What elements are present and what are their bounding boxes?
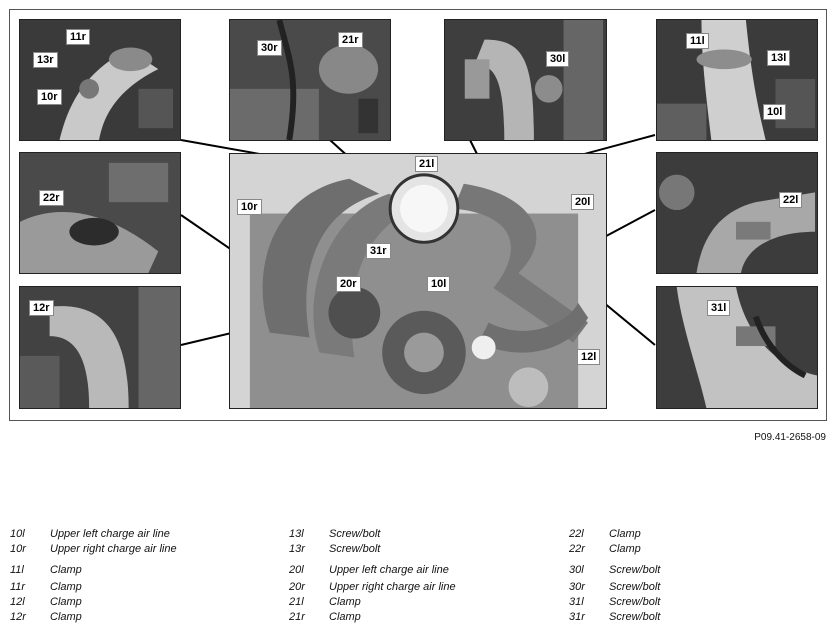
legend-code: 10r	[10, 543, 26, 555]
legend-desc: Screw/bolt	[609, 581, 661, 593]
legend-code: 30l	[569, 564, 584, 576]
legend-entry: 20l Upper left charge air line	[289, 564, 549, 578]
legend-desc: Clamp	[329, 596, 361, 608]
legend-desc: Screw/bolt	[329, 543, 381, 555]
legend-desc: Screw/bolt	[609, 564, 661, 576]
legend-entry: 12r Clamp	[10, 611, 270, 625]
legend-desc: Screw/bolt	[329, 528, 381, 540]
detail-photo-mid-left	[19, 152, 181, 274]
legend-entry: 10r Upper right charge air line	[10, 543, 270, 557]
legend-code: 31r	[569, 611, 585, 623]
legend-code: 13r	[289, 543, 305, 555]
legend-entry: 21l Clamp	[289, 596, 549, 610]
detail-photo-top-left	[19, 19, 181, 141]
figure-reference: P09.41-2658-09	[754, 432, 826, 443]
legend-desc: Clamp	[329, 611, 361, 623]
detail-photo-top-mid-right	[444, 19, 607, 141]
legend-entry: 30r Screw/bolt	[569, 581, 769, 595]
legend-code: 22l	[569, 528, 584, 540]
legend-entry: 21r Clamp	[289, 611, 549, 625]
legend-desc: Clamp	[50, 564, 82, 576]
legend-entry: 20r Upper right charge air line	[289, 581, 549, 595]
legend-code: 11l	[10, 564, 24, 576]
callout-label: 21r	[338, 32, 363, 48]
legend-entry: 10l Upper left charge air line	[10, 528, 270, 542]
callout-label: 22r	[39, 190, 64, 206]
legend-code: 12r	[10, 611, 26, 623]
detail-photo-mid-right	[656, 152, 818, 274]
legend-code: 22r	[569, 543, 585, 555]
legend-desc: Upper left charge air line	[329, 564, 449, 576]
legend-desc: Screw/bolt	[609, 611, 661, 623]
legend-entry: 13l Screw/bolt	[289, 528, 549, 542]
callout-label: 30r	[257, 40, 282, 56]
legend-desc: Screw/bolt	[609, 596, 661, 608]
legend-code: 12l	[10, 596, 25, 608]
legend-code: 10l	[10, 528, 25, 540]
callout-label: 12r	[29, 300, 54, 316]
legend-entry: 22l Clamp	[569, 528, 769, 542]
callout-label: 13l	[767, 50, 791, 66]
legend-code: 31l	[569, 596, 584, 608]
legend-code: 13l	[289, 528, 304, 540]
legend-entry: 22r Clamp	[569, 543, 769, 557]
callout-label: 22l	[779, 192, 803, 208]
callout-label: 10r	[237, 199, 262, 215]
callout-label: 13r	[33, 52, 58, 68]
legend-desc: Clamp	[609, 543, 641, 555]
callout-label: 12l	[577, 349, 601, 365]
legend-code: 20l	[289, 564, 304, 576]
legend-entry: 31l Screw/bolt	[569, 596, 769, 610]
legend-desc: Upper right charge air line	[50, 543, 177, 555]
callout-label: 11l	[686, 33, 709, 49]
legend-desc: Clamp	[50, 581, 82, 593]
callout-label: 20r	[336, 276, 361, 292]
callout-label: 11r	[66, 29, 90, 45]
legend-entry: 11r Clamp	[10, 581, 270, 595]
callout-label: 10r	[37, 89, 62, 105]
legend-desc: Clamp	[50, 596, 82, 608]
legend-entry: 30l Screw/bolt	[569, 564, 769, 578]
legend-code: 21l	[289, 596, 304, 608]
legend-desc: Upper left charge air line	[50, 528, 170, 540]
callout-label: 30l	[546, 51, 570, 67]
detail-photo-bottom-right	[656, 286, 818, 409]
legend-code: 30r	[569, 581, 585, 593]
detail-photo-top-right	[656, 19, 818, 141]
callout-label: 10l	[763, 104, 787, 120]
legend-code: 21r	[289, 611, 305, 623]
engine-overview-photo	[229, 153, 607, 409]
legend-desc: Clamp	[50, 611, 82, 623]
callout-label: 21l	[415, 156, 439, 172]
legend-entry: 31r Screw/bolt	[569, 611, 769, 625]
legend-desc: Upper right charge air line	[329, 581, 456, 593]
callout-label: 10l	[427, 276, 451, 292]
callout-label: 31l	[707, 300, 731, 316]
legend-desc: Clamp	[609, 528, 641, 540]
legend-code: 11r	[10, 581, 26, 593]
detail-photo-top-mid-left	[229, 19, 391, 141]
legend-entry: 13r Screw/bolt	[289, 543, 549, 557]
callout-label: 20l	[571, 194, 595, 210]
legend-entry: 12l Clamp	[10, 596, 270, 610]
legend-entry: 11l Clamp	[10, 564, 270, 578]
legend-code: 20r	[289, 581, 305, 593]
callout-label: 31r	[366, 243, 391, 259]
